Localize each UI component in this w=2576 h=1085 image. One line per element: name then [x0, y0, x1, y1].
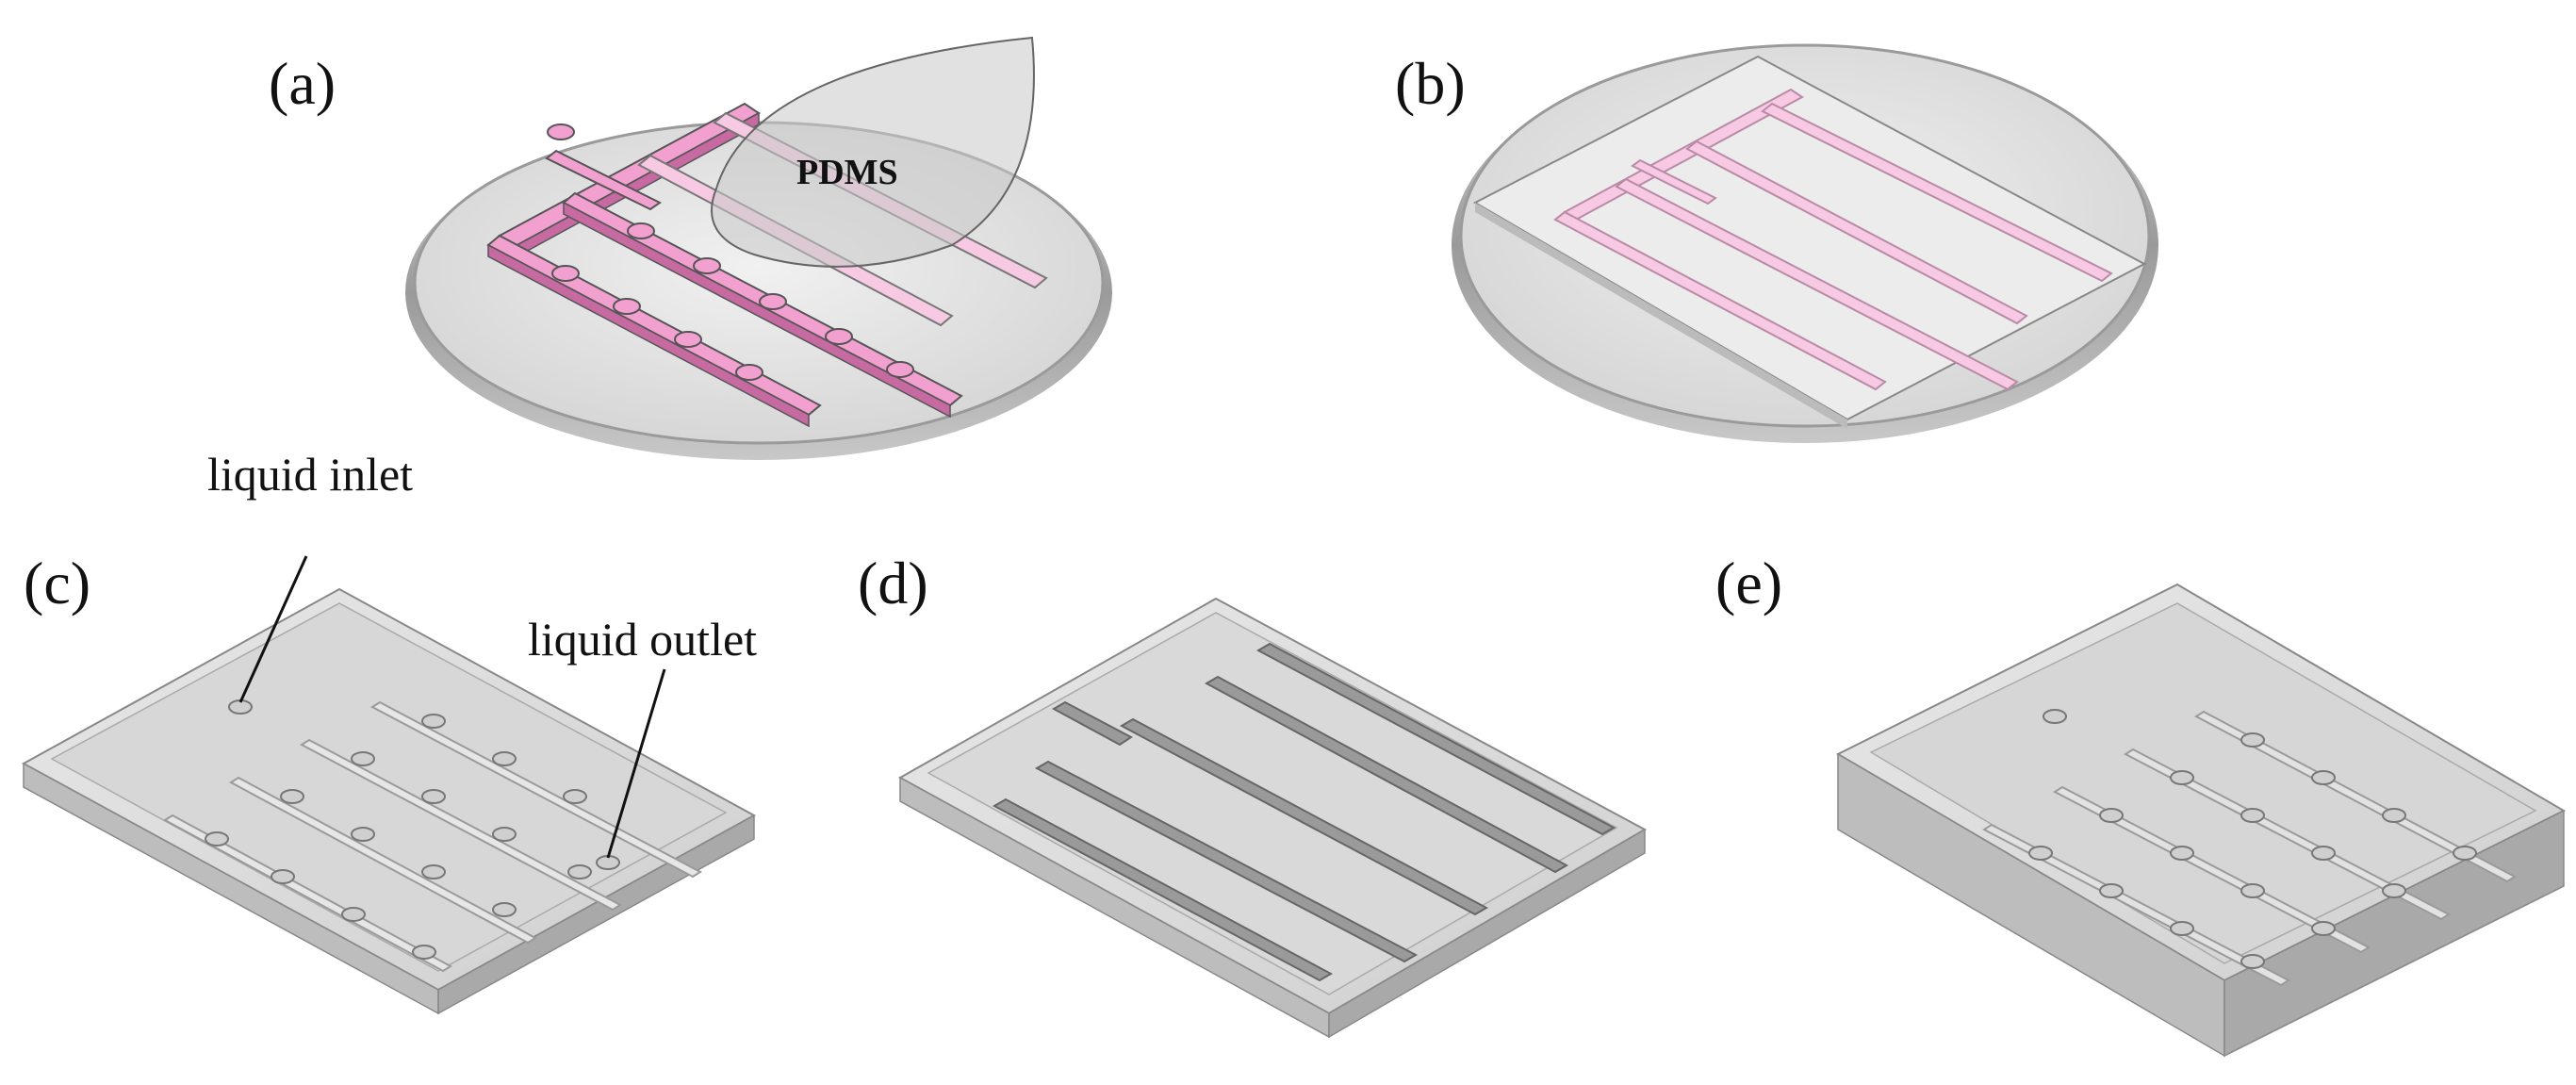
panel-a: (a)	[269, 36, 1112, 460]
chip-d	[897, 597, 1648, 1039]
chip-e-wells	[2028, 709, 2477, 969]
panel-b-label: (b)	[1395, 50, 1466, 117]
panel-e: (e)	[1715, 550, 2567, 1058]
inlet-leader-line	[238, 555, 308, 703]
liquid-outlet-label: liquid outlet	[528, 613, 757, 666]
pdms-film: PDMS	[711, 36, 1035, 268]
chip-c-wells	[205, 699, 620, 960]
chip-d-ridges	[992, 642, 1616, 982]
panel-b: (b)	[1395, 43, 2158, 443]
master-mold-channels-a	[486, 102, 1048, 428]
panel-d-label: (d)	[858, 550, 928, 616]
outlet-leader-line	[606, 668, 666, 859]
panel-c: (c) liquid inlet liquid outlet	[21, 448, 757, 1015]
panel-d: (d)	[858, 550, 1648, 1039]
pdms-cast-layer	[1472, 55, 2147, 429]
panel-a-label: (a)	[269, 50, 336, 117]
chip-c-channels	[163, 700, 703, 973]
panel-e-label: (e)	[1715, 550, 1782, 616]
pdms-label: PDMS	[796, 153, 898, 192]
channel-nodes-a	[547, 123, 914, 381]
liquid-inlet-label: liquid inlet	[207, 448, 413, 501]
embedded-channels-b	[1553, 88, 2113, 391]
chip-e	[1835, 583, 2567, 1058]
chip-e-channels	[1981, 710, 2518, 987]
panel-c-label: (c)	[24, 550, 90, 616]
